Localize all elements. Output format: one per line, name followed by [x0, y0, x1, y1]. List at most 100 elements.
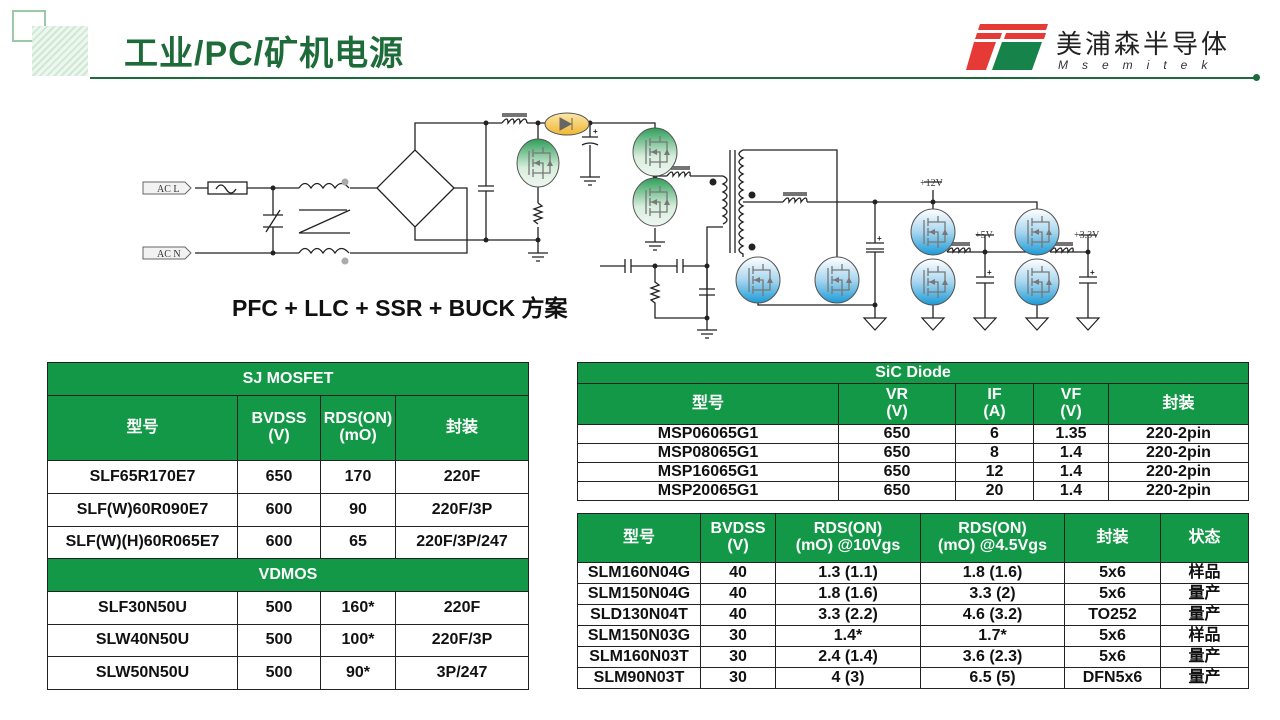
column-header: VF (V) — [1033, 383, 1109, 425]
table-cell: SLM90N03T — [577, 667, 701, 689]
table-cell: DFN5x6 — [1064, 667, 1161, 689]
table-cell: 量产 — [1160, 583, 1249, 605]
table-cell: 160* — [320, 591, 396, 625]
table-cell: 12 — [955, 462, 1034, 482]
table-cell: 1.4 — [1033, 462, 1109, 482]
table-cell: 220-2pin — [1108, 462, 1249, 482]
buck-33v-low-icon — [1014, 258, 1060, 306]
table-cell: 5x6 — [1064, 625, 1161, 647]
column-header: 封装 — [395, 395, 529, 461]
table-cell: 220-2pin — [1108, 424, 1249, 444]
table-cell: 6.5 (5) — [920, 667, 1065, 689]
table-cell: 650 — [838, 481, 956, 501]
table-cell: SLF(W)60R090E7 — [47, 493, 238, 527]
table-cell: 220F/3P — [395, 493, 529, 527]
v12-label: +12V — [920, 178, 944, 189]
table-cell: 500 — [237, 624, 321, 657]
table-title: SJ MOSFET — [47, 362, 529, 396]
table-cell: SLM160N03T — [577, 646, 701, 668]
table-cell: 2.4 (1.4) — [775, 646, 921, 668]
column-header: VR (V) — [838, 383, 956, 425]
table-cell: SLW40N50U — [47, 624, 238, 657]
buck-33v-high-icon — [1014, 208, 1060, 256]
table-cell: MSP08065G1 — [577, 443, 839, 463]
buck-5v-low-icon — [910, 258, 956, 306]
table-cell: 100* — [320, 624, 396, 657]
decor-hatch — [32, 26, 88, 76]
table-cell: SLM150N03G — [577, 625, 701, 647]
divider-dot — [1253, 74, 1260, 81]
table-cell: 600 — [237, 493, 321, 527]
table-cell: 90 — [320, 493, 396, 527]
table-cell: 1.8 (1.6) — [920, 562, 1065, 584]
svg-text:+: + — [877, 234, 882, 243]
column-header: 型号 — [577, 513, 701, 563]
table-cell: SLM150N04G — [577, 583, 701, 605]
scheme-caption: PFC + LLC + SSR + BUCK 方案 — [232, 295, 568, 321]
table-cell: SLW50N50U — [47, 656, 238, 690]
buck-5v-high-icon — [910, 208, 956, 256]
table-cell: 1.4 — [1033, 443, 1109, 463]
title-divider — [90, 77, 1256, 79]
llc-mosfet-low-icon — [632, 177, 678, 227]
table-cell: 3.3 (2.2) — [775, 604, 921, 626]
table-cell: MSP20065G1 — [577, 481, 839, 501]
table-cell: 40 — [700, 583, 776, 605]
table-cell: 量产 — [1160, 604, 1249, 626]
table-row: SiC Diode — [577, 362, 1249, 384]
table-cell: 4.6 (3.2) — [920, 604, 1065, 626]
table-cell: 220F — [395, 460, 529, 494]
column-header: RDS(ON) (mO) @10Vgs — [775, 513, 921, 563]
table-cell: SLD130N04T — [577, 604, 701, 626]
table-row: SJ MOSFET — [47, 362, 529, 396]
svg-text:+: + — [593, 127, 598, 136]
section-title: VDMOS — [47, 558, 529, 592]
column-header: BVDSS (V) — [237, 395, 321, 461]
table-cell: 3.6 (2.3) — [920, 646, 1065, 668]
table-cell: 30 — [700, 646, 776, 668]
table-cell: 220F/3P/247 — [395, 526, 529, 559]
table-cell: SLF30N50U — [47, 591, 238, 625]
table-cell: MSP16065G1 — [577, 462, 839, 482]
table-cell: 5x6 — [1064, 646, 1161, 668]
table-cell: 650 — [838, 462, 956, 482]
table-cell: 30 — [700, 625, 776, 647]
table-cell: 220-2pin — [1108, 481, 1249, 501]
table-cell: 650 — [838, 424, 956, 444]
table-cell: 8 — [955, 443, 1034, 463]
column-header: BVDSS (V) — [700, 513, 776, 563]
logo-name: 美浦森半导体 — [1056, 29, 1231, 59]
table-cell: 220F/3P — [395, 624, 529, 657]
table-cell: 3.3 (2) — [920, 583, 1065, 605]
table-cell: 30 — [700, 667, 776, 689]
ac-n-label: AC N — [157, 249, 181, 260]
v33-label: +3.3V — [1074, 230, 1100, 241]
table-cell: SLF65R170E7 — [47, 460, 238, 494]
table-cell: 5x6 — [1064, 562, 1161, 584]
table-cell: 量产 — [1160, 646, 1249, 668]
sr-mosfet-2-icon — [814, 256, 860, 304]
table-cell: 220F — [395, 591, 529, 625]
table-cell: 20 — [955, 481, 1034, 501]
table-cell: MSP06065G1 — [577, 424, 839, 444]
ground-icon — [527, 176, 1100, 339]
table-cell: 1.8 (1.6) — [775, 583, 921, 605]
sr-mosfet-1-icon — [735, 256, 781, 304]
v5-label: +5V — [975, 230, 994, 241]
column-header: RDS(ON) (mO) @4.5Vgs — [920, 513, 1065, 563]
column-header: 型号 — [577, 383, 839, 425]
table-cell: 量产 — [1160, 667, 1249, 689]
table-row: VDMOS — [47, 558, 529, 592]
